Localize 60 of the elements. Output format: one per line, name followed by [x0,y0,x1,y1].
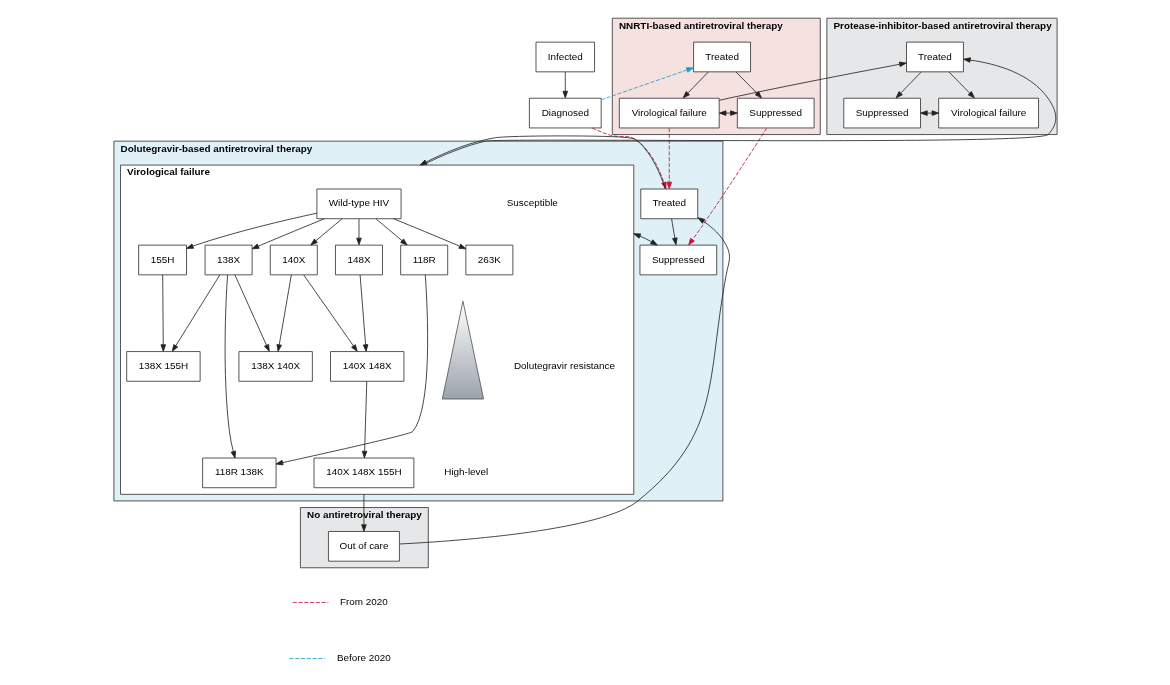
arrow [670,218,678,246]
node-box: Infected [535,41,595,73]
arrow [591,127,667,190]
node-box: 138X 155H [125,351,201,382]
arrow [185,212,317,249]
node-box: Treated [905,41,964,73]
arrow [276,274,292,352]
node-box: Treated [692,41,751,73]
arrow [948,71,975,99]
arrow [375,218,408,246]
node-box: Suppressed [639,244,717,276]
label: High-level [443,466,488,478]
node-box: Virological failure [618,97,720,129]
node-box: 140X [269,244,318,276]
arrow [632,233,658,246]
arrow [735,71,762,99]
node-box: Suppressed [736,97,814,129]
node-box: 155H [137,244,187,276]
arrow [171,274,220,352]
arrow [361,380,367,459]
arrow [600,67,694,101]
arrow [160,274,166,352]
node-box: Out of care [327,531,400,562]
node-box: Wild-type HIV [316,188,401,220]
node-box: 263K [464,244,513,276]
arrow [562,71,568,99]
arrow [251,218,325,250]
arrow [224,274,236,459]
arrow [398,217,730,545]
node-box: Virological failure [937,97,1039,129]
node-triangle [441,300,484,400]
arrow [302,274,358,352]
arrow [360,493,367,532]
arrow [359,274,368,352]
arrow [234,274,270,352]
node-box: 118R [399,244,448,276]
arrow [355,218,362,246]
label: Susceptible [506,197,558,209]
legend-label: From 2020 [339,595,388,607]
arrow [718,61,907,101]
node-box: 140X 148X 155H [313,457,414,489]
node-box: Suppressed [842,97,921,129]
node-box: 138X 140X [238,351,313,382]
node-box: 138X [204,244,253,276]
arrow [895,71,921,99]
arrow [687,127,767,246]
label: Dolutegravir resistance [513,359,615,371]
node-box: 148X [334,244,383,276]
arrow [666,127,672,190]
node-box: 140X 148X [329,351,404,382]
node-box: 118R 138K [201,457,276,489]
arrow [309,218,342,246]
node-box: Diagnosed [528,97,602,129]
arrow [392,218,466,250]
arrow [919,110,939,116]
arrow [682,71,709,99]
node-box: Treated [639,188,698,220]
legend-label: Before 2020 [336,652,391,664]
arrow [275,274,428,466]
arrow [718,110,738,116]
